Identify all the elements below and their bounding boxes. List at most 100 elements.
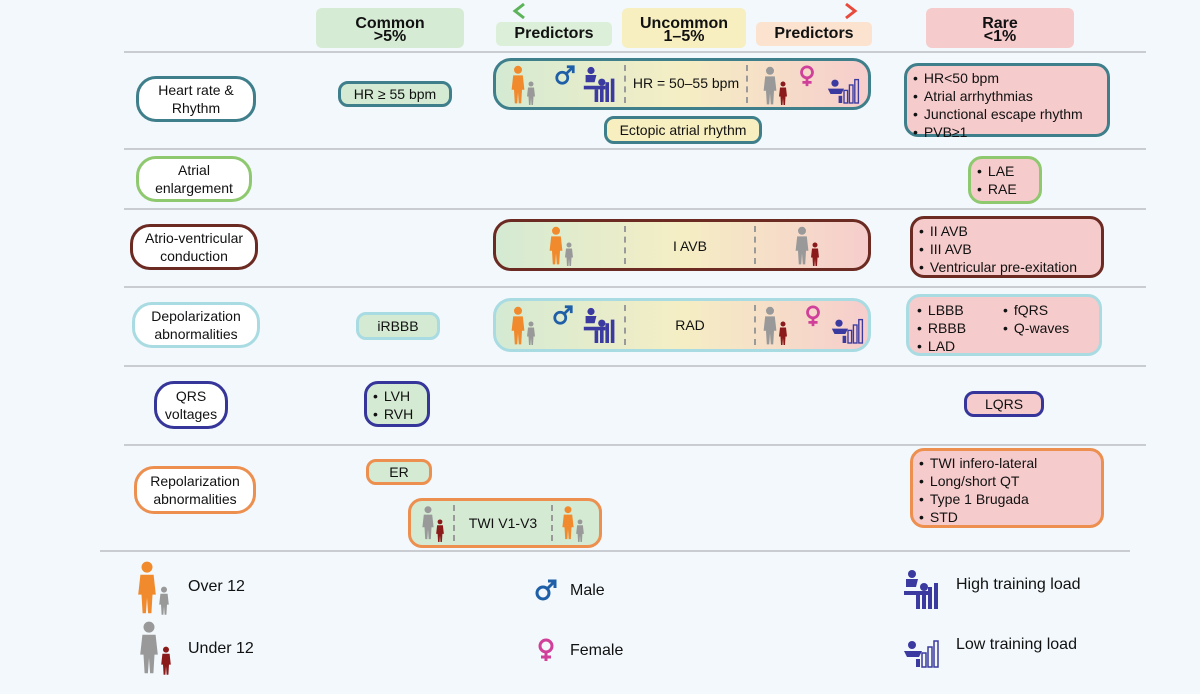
- list-item: PVB≥1: [913, 123, 1101, 141]
- divider: [746, 65, 748, 103]
- repol-common-pill: ER: [366, 459, 432, 485]
- list-item: Ventricular pre-exitation: [919, 258, 1095, 276]
- depol-common-pill: iRBBB: [356, 312, 440, 340]
- category-label: abnormalities: [154, 326, 238, 342]
- av-uncommon-label: I AVB: [673, 238, 707, 254]
- category-label: Atrial: [178, 162, 210, 178]
- divider: [624, 226, 626, 264]
- divider: [124, 444, 1146, 446]
- low-load-icon: [830, 305, 866, 345]
- list-item: Atrial arrhythmias: [913, 87, 1101, 105]
- divider: [100, 550, 1130, 552]
- list-item: STD: [919, 508, 1095, 526]
- hr-uncommon-bar: HR = 50–55 bpm: [493, 58, 871, 110]
- list-item: II AVB: [919, 222, 1095, 240]
- low-load-icon: [826, 65, 862, 105]
- category-label: abnormalities: [153, 491, 237, 507]
- header-rare-title: Rare: [982, 15, 1018, 32]
- repol-twi-bar: TWI V1-V3: [408, 498, 602, 548]
- atrial-rare-box: LAE RAE: [968, 156, 1042, 204]
- hr-ectopic-pill: Ectopic atrial rhythm: [604, 116, 762, 144]
- depol-rare-box: LBBB RBBB LAD fQRS Q-waves: [906, 294, 1102, 356]
- category-label: Heart rate &: [158, 82, 234, 98]
- under12-icon: [794, 225, 810, 267]
- under12-icon: [421, 504, 435, 542]
- divider: [624, 305, 626, 345]
- over12-child-icon: [526, 81, 536, 106]
- repol-twi-label: TWI V1-V3: [468, 515, 538, 531]
- over12-icon: [561, 504, 575, 542]
- male-icon: [552, 304, 574, 326]
- header-uncommon-sub: 1–5%: [663, 28, 705, 45]
- over12-child-icon: [575, 519, 585, 543]
- list-item: RAE: [977, 180, 1033, 198]
- header-common-title: Common: [355, 15, 425, 32]
- divider: [124, 148, 1146, 150]
- under12-icon: [762, 65, 778, 107]
- under12-child-icon: [778, 81, 788, 106]
- divider: [754, 305, 756, 345]
- list-item: Junctional escape rhythm: [913, 105, 1101, 123]
- female-icon: [534, 636, 558, 664]
- male-icon: [534, 578, 558, 602]
- list-item: LBBB: [917, 301, 966, 319]
- depol-uncommon-label: RAD: [675, 317, 705, 333]
- under12-icon: [138, 620, 160, 676]
- divider: [754, 226, 756, 264]
- header-uncommon-title: Uncommon: [640, 15, 728, 32]
- under12-child-icon: [778, 321, 788, 346]
- divider: [624, 65, 626, 103]
- legend-under12: Under 12: [188, 640, 254, 657]
- legend-over12: Over 12: [188, 578, 245, 595]
- qrs-rare-pill: LQRS: [964, 391, 1044, 417]
- list-item: LAD: [917, 337, 966, 355]
- high-load-icon: [582, 305, 618, 345]
- over12-icon: [548, 225, 564, 267]
- list-item: LAE: [977, 162, 1033, 180]
- category-label: conduction: [160, 248, 228, 264]
- arrow-right-icon: [774, 2, 858, 20]
- av-uncommon-bar: I AVB: [493, 219, 871, 271]
- list-item: RBBB: [917, 319, 966, 337]
- divider: [551, 505, 553, 541]
- divider: [124, 286, 1146, 288]
- hr-common-pill: HR ≥ 55 bpm: [338, 81, 452, 107]
- hr-uncommon-label: HR = 50–55 bpm: [632, 75, 740, 91]
- category-label: Rhythm: [171, 100, 221, 116]
- category-qrs: QRS voltages: [154, 381, 228, 429]
- repol-rare-box: TWI infero-lateral Long/short QT Type 1 …: [910, 448, 1104, 528]
- over12-child-icon: [158, 586, 170, 616]
- over12-child-icon: [526, 321, 536, 346]
- header-uncommon: Uncommon: [622, 8, 746, 48]
- over12-icon: [510, 305, 526, 347]
- high-load-icon: [582, 64, 618, 104]
- legend-high-load: High training load: [956, 576, 1081, 593]
- list-item: Q-waves: [1003, 319, 1069, 337]
- list-item: LVH: [373, 387, 421, 405]
- header-common-sub: >5%: [373, 28, 407, 45]
- depol-uncommon-bar: RAD: [493, 298, 871, 352]
- over12-child-icon: [564, 242, 574, 267]
- over12-icon: [510, 64, 526, 106]
- header-rare: Rare: [926, 8, 1074, 48]
- legend-male: Male: [570, 582, 605, 599]
- under12-icon: [762, 305, 778, 347]
- category-label: QRS: [175, 388, 207, 404]
- category-label: Atrio-ventricular: [144, 230, 244, 246]
- header-predictors-left: Predictors: [496, 22, 612, 46]
- female-icon: [796, 64, 818, 88]
- over12-icon: [136, 560, 158, 616]
- legend-low-load: Low training load: [956, 636, 1077, 653]
- category-repol: Repolarization abnormalities: [134, 466, 256, 514]
- high-load-icon: [902, 568, 942, 610]
- list-item: III AVB: [919, 240, 1095, 258]
- list-item: Long/short QT: [919, 472, 1095, 490]
- category-label: voltages: [164, 406, 218, 422]
- category-label: Repolarization: [150, 473, 240, 489]
- list-item: RVH: [373, 405, 421, 423]
- list-item: HR<50 bpm: [913, 69, 1101, 87]
- category-heart-rate: Heart rate & Rhythm: [136, 76, 256, 122]
- legend-female: Female: [570, 642, 624, 659]
- under12-child-icon: [810, 242, 820, 267]
